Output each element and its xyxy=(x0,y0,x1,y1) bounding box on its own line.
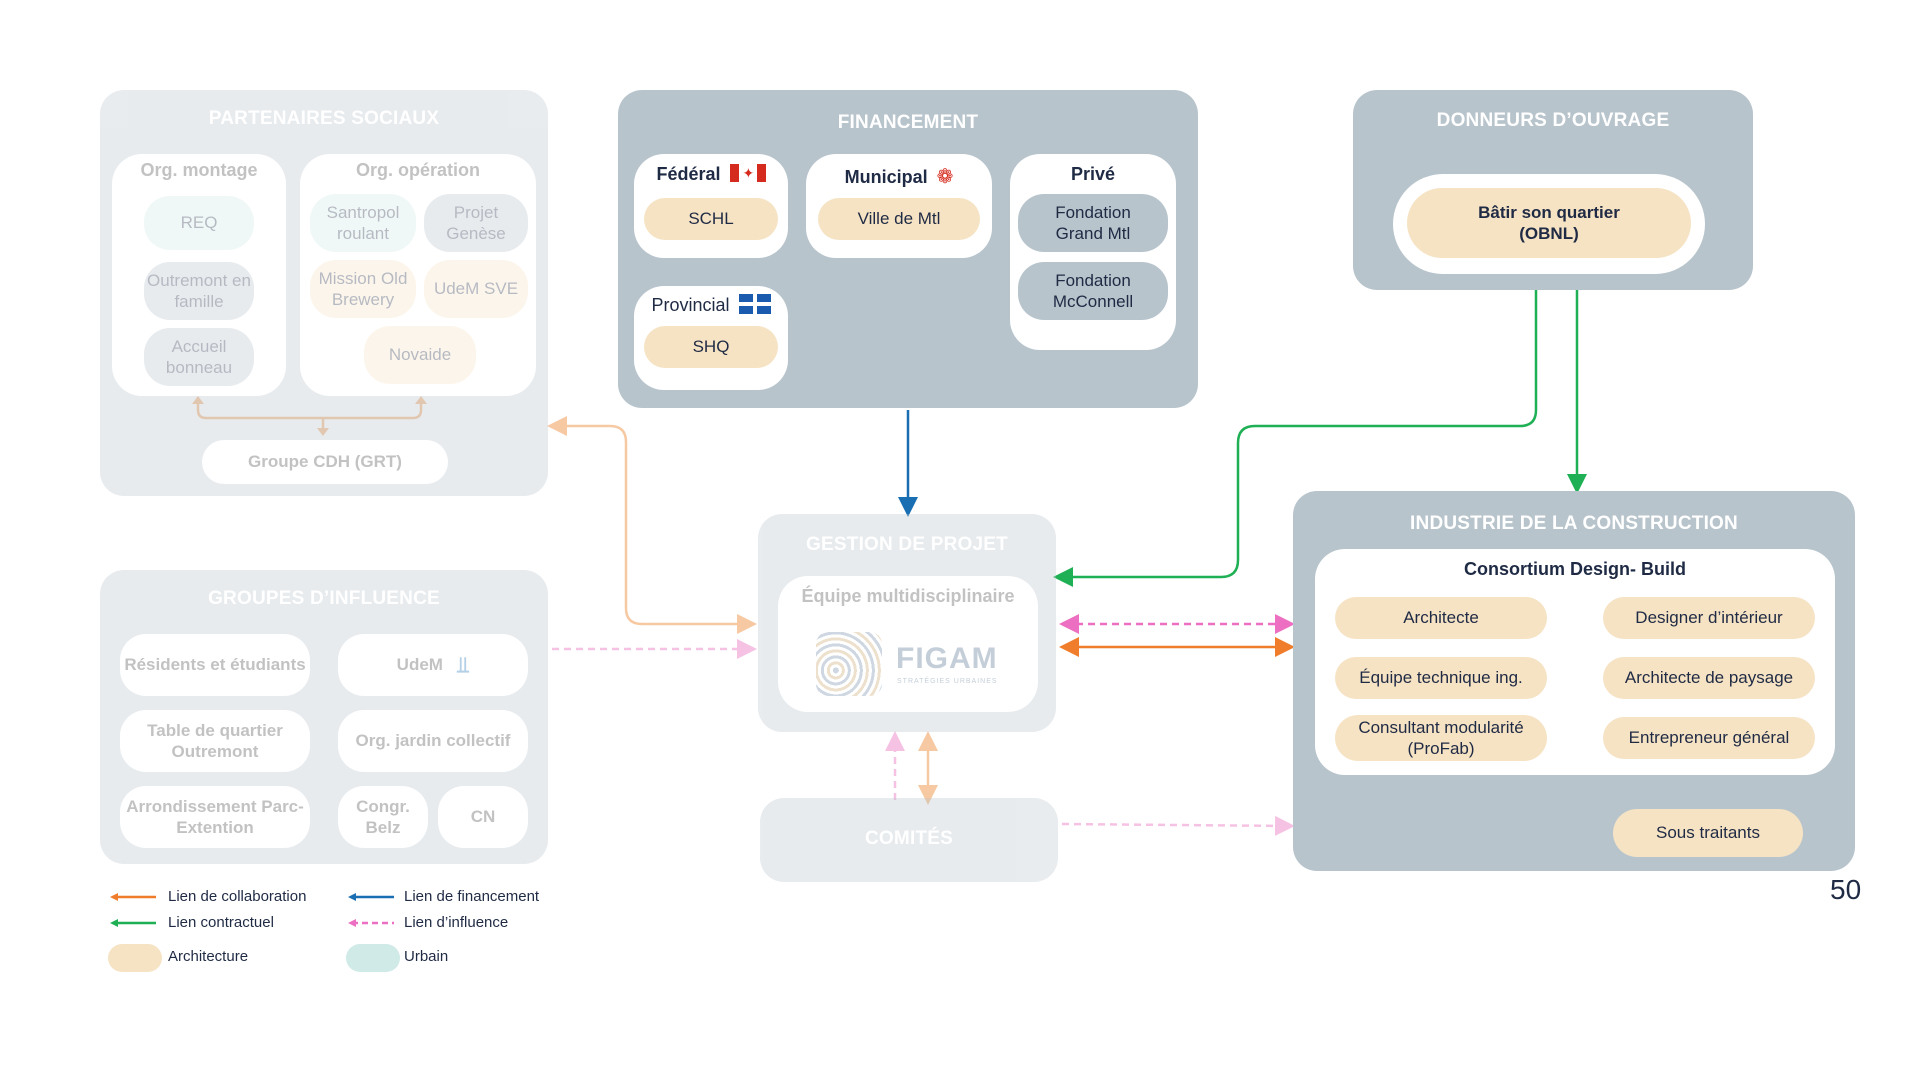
link-partenaires-gestion xyxy=(547,416,757,634)
consortium-title: Consortium Design- Build xyxy=(1464,559,1686,579)
industrie-item-entrepreneur: Entrepreneur général xyxy=(1603,717,1815,759)
legend-architecture-label: Architecture xyxy=(168,948,249,965)
influence-item-arrondissement: Arrondissement Parc-Extention xyxy=(120,786,310,848)
legend-urbain-swatch xyxy=(346,944,400,972)
udem-logo-icon: ⫫ xyxy=(456,652,470,678)
provincial-item-shq: SHQ xyxy=(644,326,778,368)
montage-item-accueil: Accueil bonneau xyxy=(144,328,254,386)
influence-item-table: Table de quartier Outremont xyxy=(120,710,310,772)
quebec-flag-icon xyxy=(738,294,771,314)
figam-logo-icon xyxy=(816,632,882,696)
municipal-header: Municipal ❁ xyxy=(806,164,992,189)
industrie-title: INDUSTRIE DE LA CONSTRUCTION xyxy=(1410,513,1738,534)
gestion-group: GESTION DE PROJET Équipe multidisciplina… xyxy=(758,514,1056,732)
industrie-group: INDUSTRIE DE LA CONSTRUCTION Consortium … xyxy=(1293,491,1855,871)
financement-group: FINANCEMENT Fédéral ✦ SCHL Municipal ❁ V… xyxy=(618,90,1198,408)
donneurs-title: DONNEURS D’OUVRAGE xyxy=(1436,110,1670,131)
montage-item-outremont: Outremont en famille xyxy=(144,262,254,320)
comites-title: COMITÉS xyxy=(865,828,953,849)
legend-contractuel-label: Lien contractuel xyxy=(168,914,274,931)
municipal-box: Municipal ❁ Ville de Mtl xyxy=(806,154,992,258)
montage-title: Org. montage xyxy=(140,160,258,180)
legend: Lien de collaboration Lien contractuel L… xyxy=(108,884,578,984)
municipal-item-ville: Ville de Mtl xyxy=(818,198,980,240)
figam-logo: FIGAM STRATÉGIES URBAINES xyxy=(816,632,1016,698)
operation-box: Org. opération Santropol roulant Projet … xyxy=(300,154,536,396)
federal-box: Fédéral ✦ SCHL xyxy=(634,154,788,258)
financement-title: FINANCEMENT xyxy=(837,112,979,133)
consortium-box: Consortium Design- Build Architecte Desi… xyxy=(1315,549,1835,775)
figam-logo-subtext: STRATÉGIES URBAINES xyxy=(897,678,998,685)
operation-title: Org. opération xyxy=(355,160,480,180)
montage-box: Org. montage REQ Outremont en famille Ac… xyxy=(112,154,286,396)
industrie-item-sous-traitants: Sous traitants xyxy=(1613,809,1803,857)
influence-group: GROUPES D’INFLUENCE Résidents et étudian… xyxy=(100,570,548,864)
prive-title: Privé xyxy=(1070,164,1116,184)
canada-flag-icon: ✦ xyxy=(729,164,766,182)
prive-item-mcconnell: Fondation McConnell xyxy=(1018,262,1168,320)
legend-architecture-swatch xyxy=(108,944,162,972)
page-number: 50 xyxy=(1830,874,1862,905)
partenaires-group: PARTENAIRES SOCIAUX Org. montage REQ Out… xyxy=(100,90,548,496)
influence-udem-label: UdeM xyxy=(396,655,443,675)
influence-item-udem: UdeM ⫫ xyxy=(338,634,528,696)
federal-item-schl: SCHL xyxy=(644,198,778,240)
legend-swatches xyxy=(110,893,394,927)
groupe-cdh: Groupe CDH (GRT) xyxy=(202,440,448,484)
partenaires-title: PARTENAIRES SOCIAUX xyxy=(208,108,440,129)
operation-item-udem-sve: UdeM SVE xyxy=(424,260,528,318)
gestion-subtitle: Équipe multidisciplinaire xyxy=(801,586,1015,606)
legend-financement-label: Lien de financement xyxy=(404,888,540,905)
provincial-header: Provincial xyxy=(634,294,788,316)
influence-title: GROUPES D’INFLUENCE xyxy=(208,588,440,609)
operation-item-genese: Projet Genèse xyxy=(424,194,528,252)
montage-item-req: REQ xyxy=(144,196,254,250)
industrie-item-equipe: Équipe technique ing. xyxy=(1335,657,1547,699)
provincial-title: Provincial xyxy=(651,295,730,315)
provincial-box: Provincial SHQ xyxy=(634,286,788,390)
prive-box: Privé Fondation Grand Mtl Fondation McCo… xyxy=(1010,154,1176,350)
influence-item-cn: CN xyxy=(438,786,528,848)
municipal-title: Municipal xyxy=(844,167,928,187)
gestion-title: GESTION DE PROJET xyxy=(806,534,1008,555)
operation-item-novaide: Novaide xyxy=(364,326,476,384)
prive-item-grand-mtl: Fondation Grand Mtl xyxy=(1018,194,1168,252)
legend-collaboration-label: Lien de collaboration xyxy=(168,888,307,905)
industrie-item-consultant: Consultant modularité (ProFab) xyxy=(1335,715,1547,761)
link-comites-industrie xyxy=(1061,815,1295,836)
donneurs-group: DONNEURS D’OUVRAGE Bâtir son quartier (O… xyxy=(1353,90,1753,290)
legend-urbain-label: Urbain xyxy=(404,948,449,965)
industrie-item-paysage: Architecte de paysage xyxy=(1603,657,1815,699)
gestion-inner: Équipe multidisciplinaire FIGAM STRATÉGI… xyxy=(778,576,1038,712)
comites-group: COMITÉS xyxy=(760,798,1058,882)
influence-item-jardin: Org. jardin collectif xyxy=(338,710,528,772)
donneurs-inner: Bâtir son quartier (OBNL) xyxy=(1393,174,1705,274)
legend-influence-label: Lien d’influence xyxy=(404,914,509,931)
link-donneurs-gestion xyxy=(1053,272,1538,587)
montreal-rosette-icon: ❁ xyxy=(936,166,954,188)
figam-logo-text: FIGAM xyxy=(896,642,998,675)
influence-item-belz: Congr. Belz xyxy=(338,786,428,848)
operation-item-santropol: Santropol roulant xyxy=(310,194,416,252)
federal-title: Fédéral xyxy=(656,164,721,184)
operation-item-mission: Mission Old Brewery xyxy=(310,260,416,318)
influence-item-residents: Résidents et étudiants xyxy=(120,634,310,696)
donneurs-item-batir: Bâtir son quartier (OBNL) xyxy=(1407,188,1691,258)
federal-header: Fédéral ✦ xyxy=(634,164,788,185)
industrie-item-designer: Designer d’intérieur xyxy=(1603,597,1815,639)
industrie-item-architecte: Architecte xyxy=(1335,597,1547,639)
